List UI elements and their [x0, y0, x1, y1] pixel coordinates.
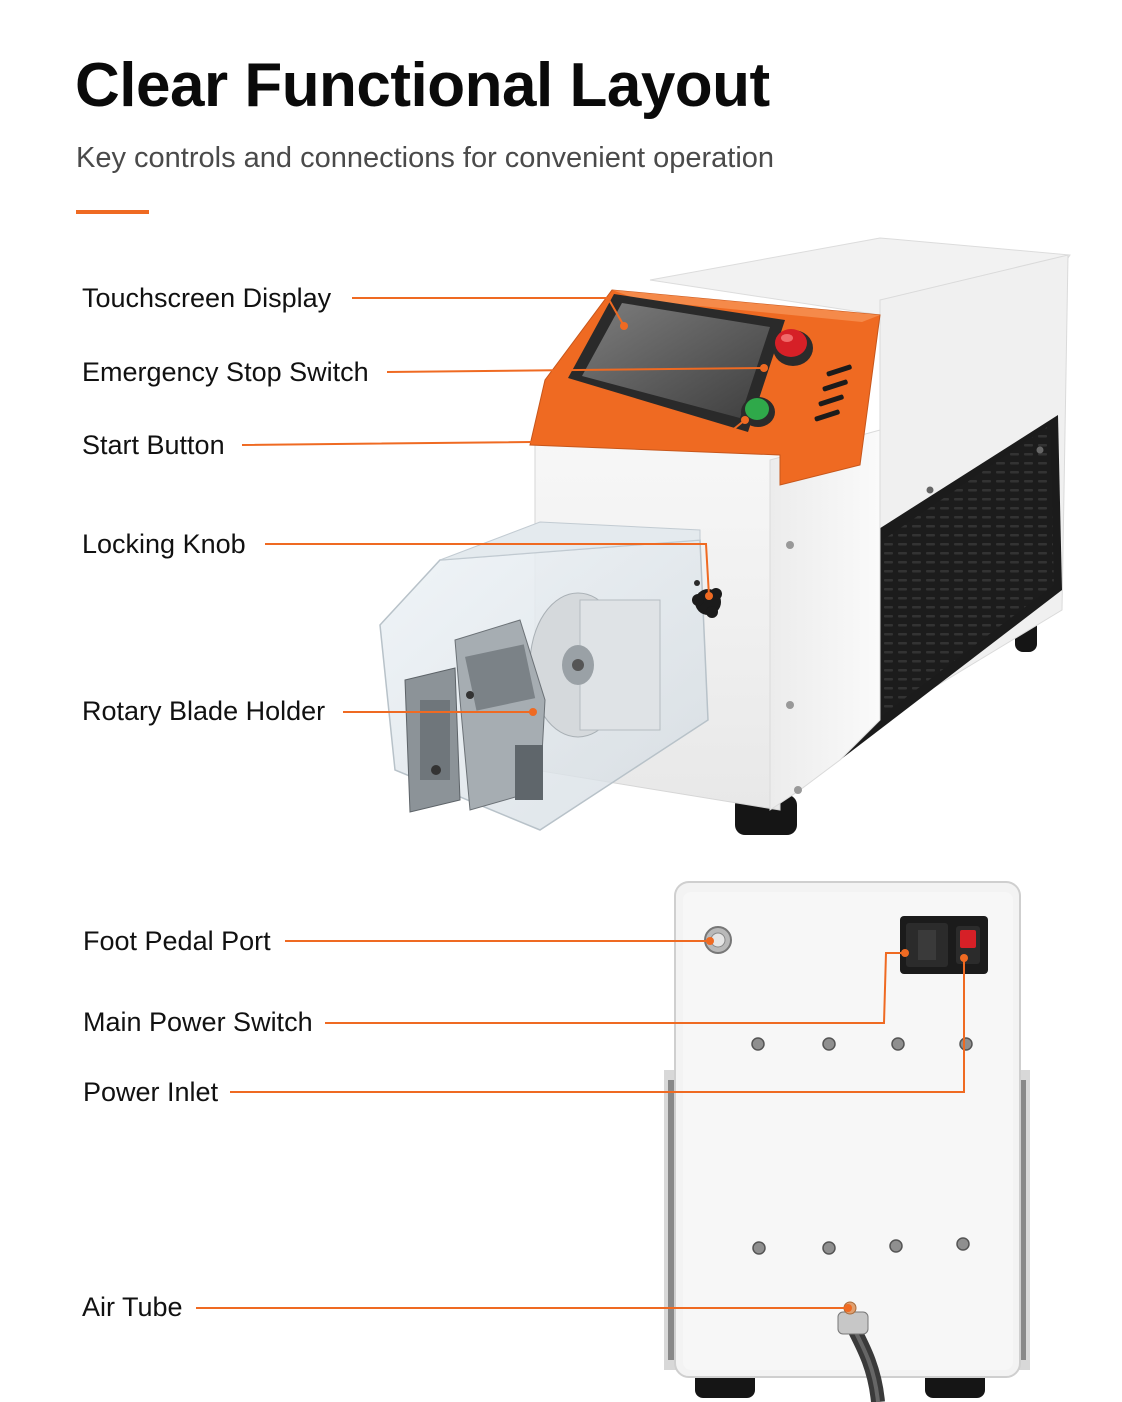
- emergency-stop-button[interactable]: [775, 329, 807, 357]
- callout-line-inlet: [230, 958, 965, 1093]
- label-emergency-stop-switch: Emergency Stop Switch: [82, 357, 369, 387]
- touchscreen[interactable]: [582, 303, 770, 418]
- callout-lines: [196, 297, 965, 1309]
- callout-dots: [529, 322, 968, 1312]
- label-start-button: Start Button: [82, 430, 225, 460]
- screw: [926, 486, 934, 494]
- label-touchscreen-display: Touchscreen Display: [82, 283, 332, 313]
- label-main-power-switch: Main Power Switch: [83, 1007, 313, 1037]
- screw: [794, 786, 802, 794]
- callout-line-power-switch: [325, 952, 905, 1024]
- front-machine: [379, 237, 1071, 835]
- callout-line-start: [241, 419, 746, 446]
- page-subtitle: Key controls and connections for conveni…: [76, 142, 775, 174]
- callout-line-estop: [386, 367, 765, 373]
- label-power-inlet: Power Inlet: [83, 1077, 219, 1107]
- callout-line-touchscreen: [352, 297, 625, 327]
- label-air-tube: Air Tube: [82, 1292, 183, 1322]
- start-button[interactable]: [745, 398, 769, 420]
- rear-screws: [751, 1037, 973, 1255]
- accent-divider: [76, 210, 149, 214]
- rear-machine: [664, 881, 1030, 1402]
- page-title: Clear Functional Layout: [75, 51, 770, 120]
- label-foot-pedal-port: Foot Pedal Port: [83, 926, 271, 956]
- label-locking-knob: Locking Knob: [82, 529, 246, 559]
- callout-line-knob: [265, 543, 710, 597]
- head-vents: [814, 364, 852, 422]
- label-rotary-blade-holder: Rotary Blade Holder: [82, 696, 326, 726]
- main-power-switch[interactable]: [960, 930, 976, 948]
- locking-knob[interactable]: [692, 580, 722, 618]
- rotary-blade-holder[interactable]: [404, 619, 546, 813]
- screw: [1036, 446, 1044, 454]
- screw: [786, 701, 794, 709]
- screw: [786, 541, 794, 549]
